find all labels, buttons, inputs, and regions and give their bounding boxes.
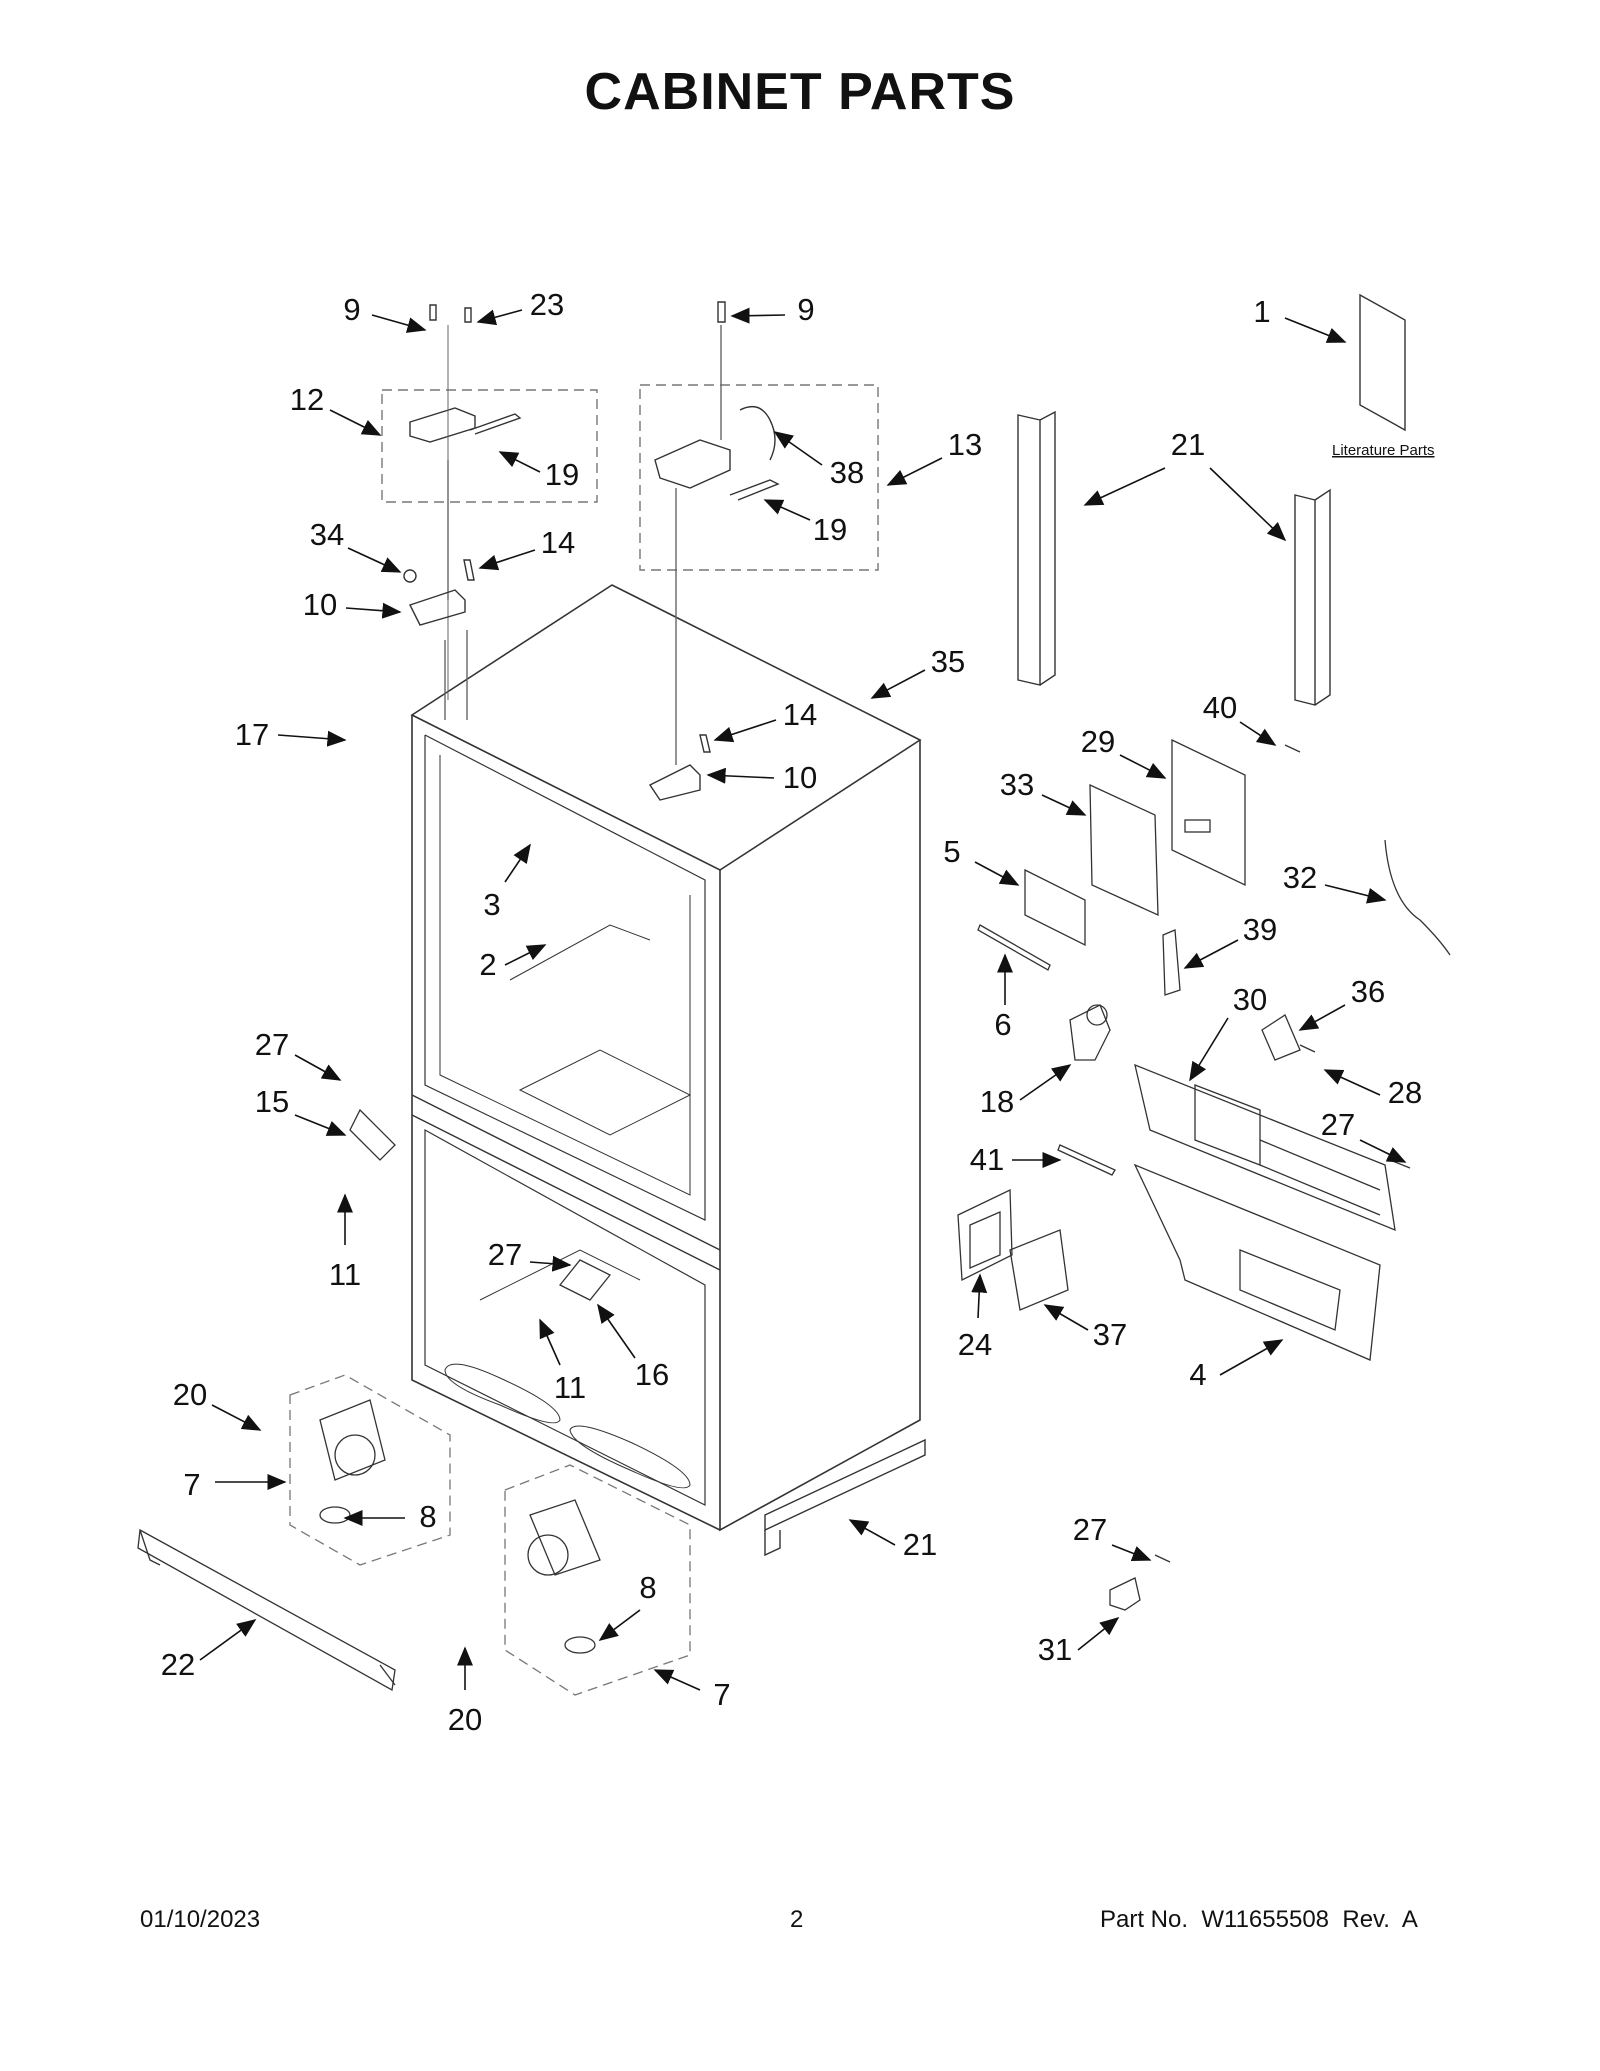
callout-39: 39 [1243, 912, 1277, 947]
callout-15: 15 [255, 1084, 289, 1119]
callout-10-b: 10 [783, 760, 817, 795]
callout-8-b: 8 [639, 1570, 656, 1605]
callout-2: 2 [479, 947, 496, 982]
callout-41: 41 [970, 1142, 1004, 1177]
callout-21-b: 21 [903, 1527, 937, 1562]
callout-40: 40 [1203, 690, 1237, 725]
callout-5: 5 [943, 834, 960, 869]
callout-38: 38 [830, 455, 864, 490]
callout-27-b: 27 [488, 1237, 522, 1272]
callout-11-a: 11 [329, 1257, 361, 1292]
callout-9-b: 9 [797, 292, 814, 327]
callout-7-a: 7 [183, 1467, 200, 1502]
callout-23: 23 [530, 287, 564, 322]
right-hinge-assembly [639, 301, 879, 801]
callout-18: 18 [980, 1084, 1014, 1119]
callout-21-a: 21 [1171, 427, 1205, 462]
callout-14-b: 14 [783, 697, 817, 732]
callout-25: 27 [1321, 1107, 1355, 1142]
footer-date: 01/10/2023 [140, 1906, 261, 1933]
callout-33: 33 [1000, 767, 1034, 802]
callout-1: 1 [1253, 294, 1270, 329]
footer-part-number: Part No. W11655508 Rev. A [1100, 1906, 1418, 1933]
callout-17: 17 [235, 717, 269, 752]
footer-page-number: 2 [790, 1906, 804, 1933]
callout-19-b: 19 [813, 512, 847, 547]
callout-10-a: 10 [303, 587, 337, 622]
callout-26: 27 [1073, 1512, 1107, 1547]
callout-20-b: 20 [448, 1702, 482, 1737]
callout-19-a: 19 [545, 457, 579, 492]
callout-24: 24 [958, 1327, 992, 1362]
callout-32: 32 [1283, 860, 1317, 895]
callout-20-a: 20 [173, 1377, 207, 1412]
leveling-roller-assemblies [137, 1108, 691, 1696]
left-hinge-assembly [381, 304, 598, 720]
callout-22: 22 [161, 1647, 195, 1682]
callout-12: 12 [290, 382, 324, 417]
cabinet-body [410, 584, 922, 1532]
callout-16: 16 [635, 1357, 669, 1392]
callout-9-a: 9 [343, 292, 360, 327]
callout-11-b: 11 [554, 1370, 586, 1405]
right-side-components [957, 738, 1451, 1611]
callout-31: 31 [1038, 1632, 1072, 1667]
callout-4: 4 [1189, 1357, 1206, 1392]
callout-7-b: 7 [713, 1677, 730, 1712]
callout-36: 36 [1351, 974, 1385, 1009]
callout-30: 30 [1233, 982, 1267, 1017]
callout-8-a: 8 [419, 1499, 436, 1534]
literature-parts-label: Literature Parts [1332, 442, 1435, 459]
callout-labels: 9 23 12 19 34 14 10 17 9 13 38 19 35 14 … [161, 287, 1435, 1737]
callout-28: 29 [1081, 724, 1115, 759]
callout-13: 13 [948, 427, 982, 462]
page-title: CABINET PARTS [584, 63, 1016, 121]
callout-3: 3 [483, 887, 500, 922]
callout-35: 35 [931, 644, 965, 679]
trim-pieces [764, 293, 1406, 1557]
callout-6: 6 [994, 1007, 1011, 1042]
callout-34: 34 [310, 517, 344, 552]
callout-37: 37 [1093, 1317, 1127, 1352]
callout-14-a: 14 [541, 525, 575, 560]
callout-27-a: 27 [255, 1027, 289, 1062]
callout-29: 28 [1388, 1075, 1422, 1110]
